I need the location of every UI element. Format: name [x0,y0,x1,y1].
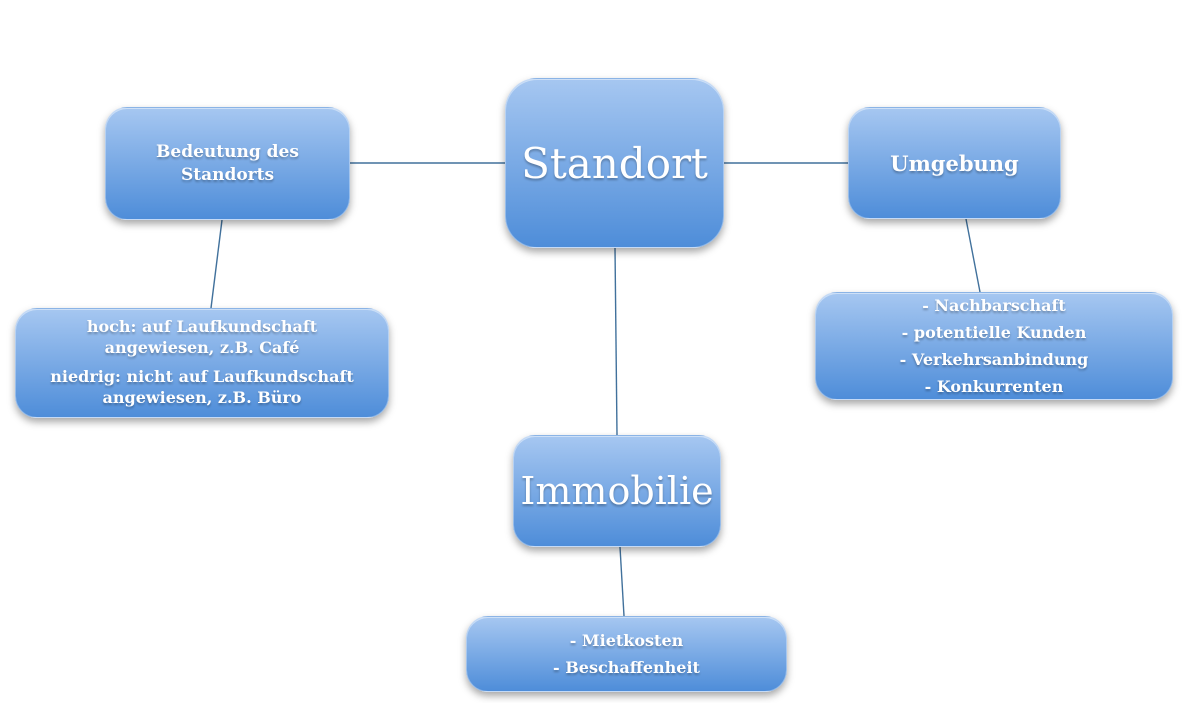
node-immobilie-detail[interactable]: - Mietkosten - Beschaffenheit [466,616,787,692]
detail-item: - Konkurrenten [924,377,1064,396]
connector-immobilie-immobilie_detail [619,546,625,617]
node-label: Immobilie [520,469,714,513]
node-umgebung[interactable]: Umgebung [848,107,1061,219]
node-bedeutung-des-standorts[interactable]: Bedeutung des Standorts [105,107,350,220]
connector-standort-immobilie [614,247,618,436]
node-standort[interactable]: Standort [505,78,724,248]
node-label: Bedeutung des Standorts [156,142,299,185]
detail-item: - Nachbarschaft [922,296,1066,315]
node-immobilie[interactable]: Immobilie [513,435,721,547]
detail-item: - Mietkosten [569,631,684,650]
node-label: Umgebung [890,150,1019,176]
node-label: Standort [521,138,708,188]
detail-line: niedrig: nicht auf Laufkundschaft angewi… [50,367,354,407]
connector-umgebung-umgebung_detail [965,218,981,293]
node-umgebung-detail[interactable]: - Nachbarschaft - potentielle Kunden - V… [815,292,1173,400]
node-bedeutung-detail[interactable]: hoch: auf Laufkundschaft angewiesen, z.B… [15,308,389,418]
detail-item: - potentielle Kunden [901,323,1087,342]
detail-item: - Beschaffenheit [553,658,700,677]
connector-bedeutung-bedeutung_detail [210,219,223,309]
detail-line: hoch: auf Laufkundschaft angewiesen, z.B… [86,317,318,358]
detail-item: - Verkehrsanbindung [899,350,1089,369]
